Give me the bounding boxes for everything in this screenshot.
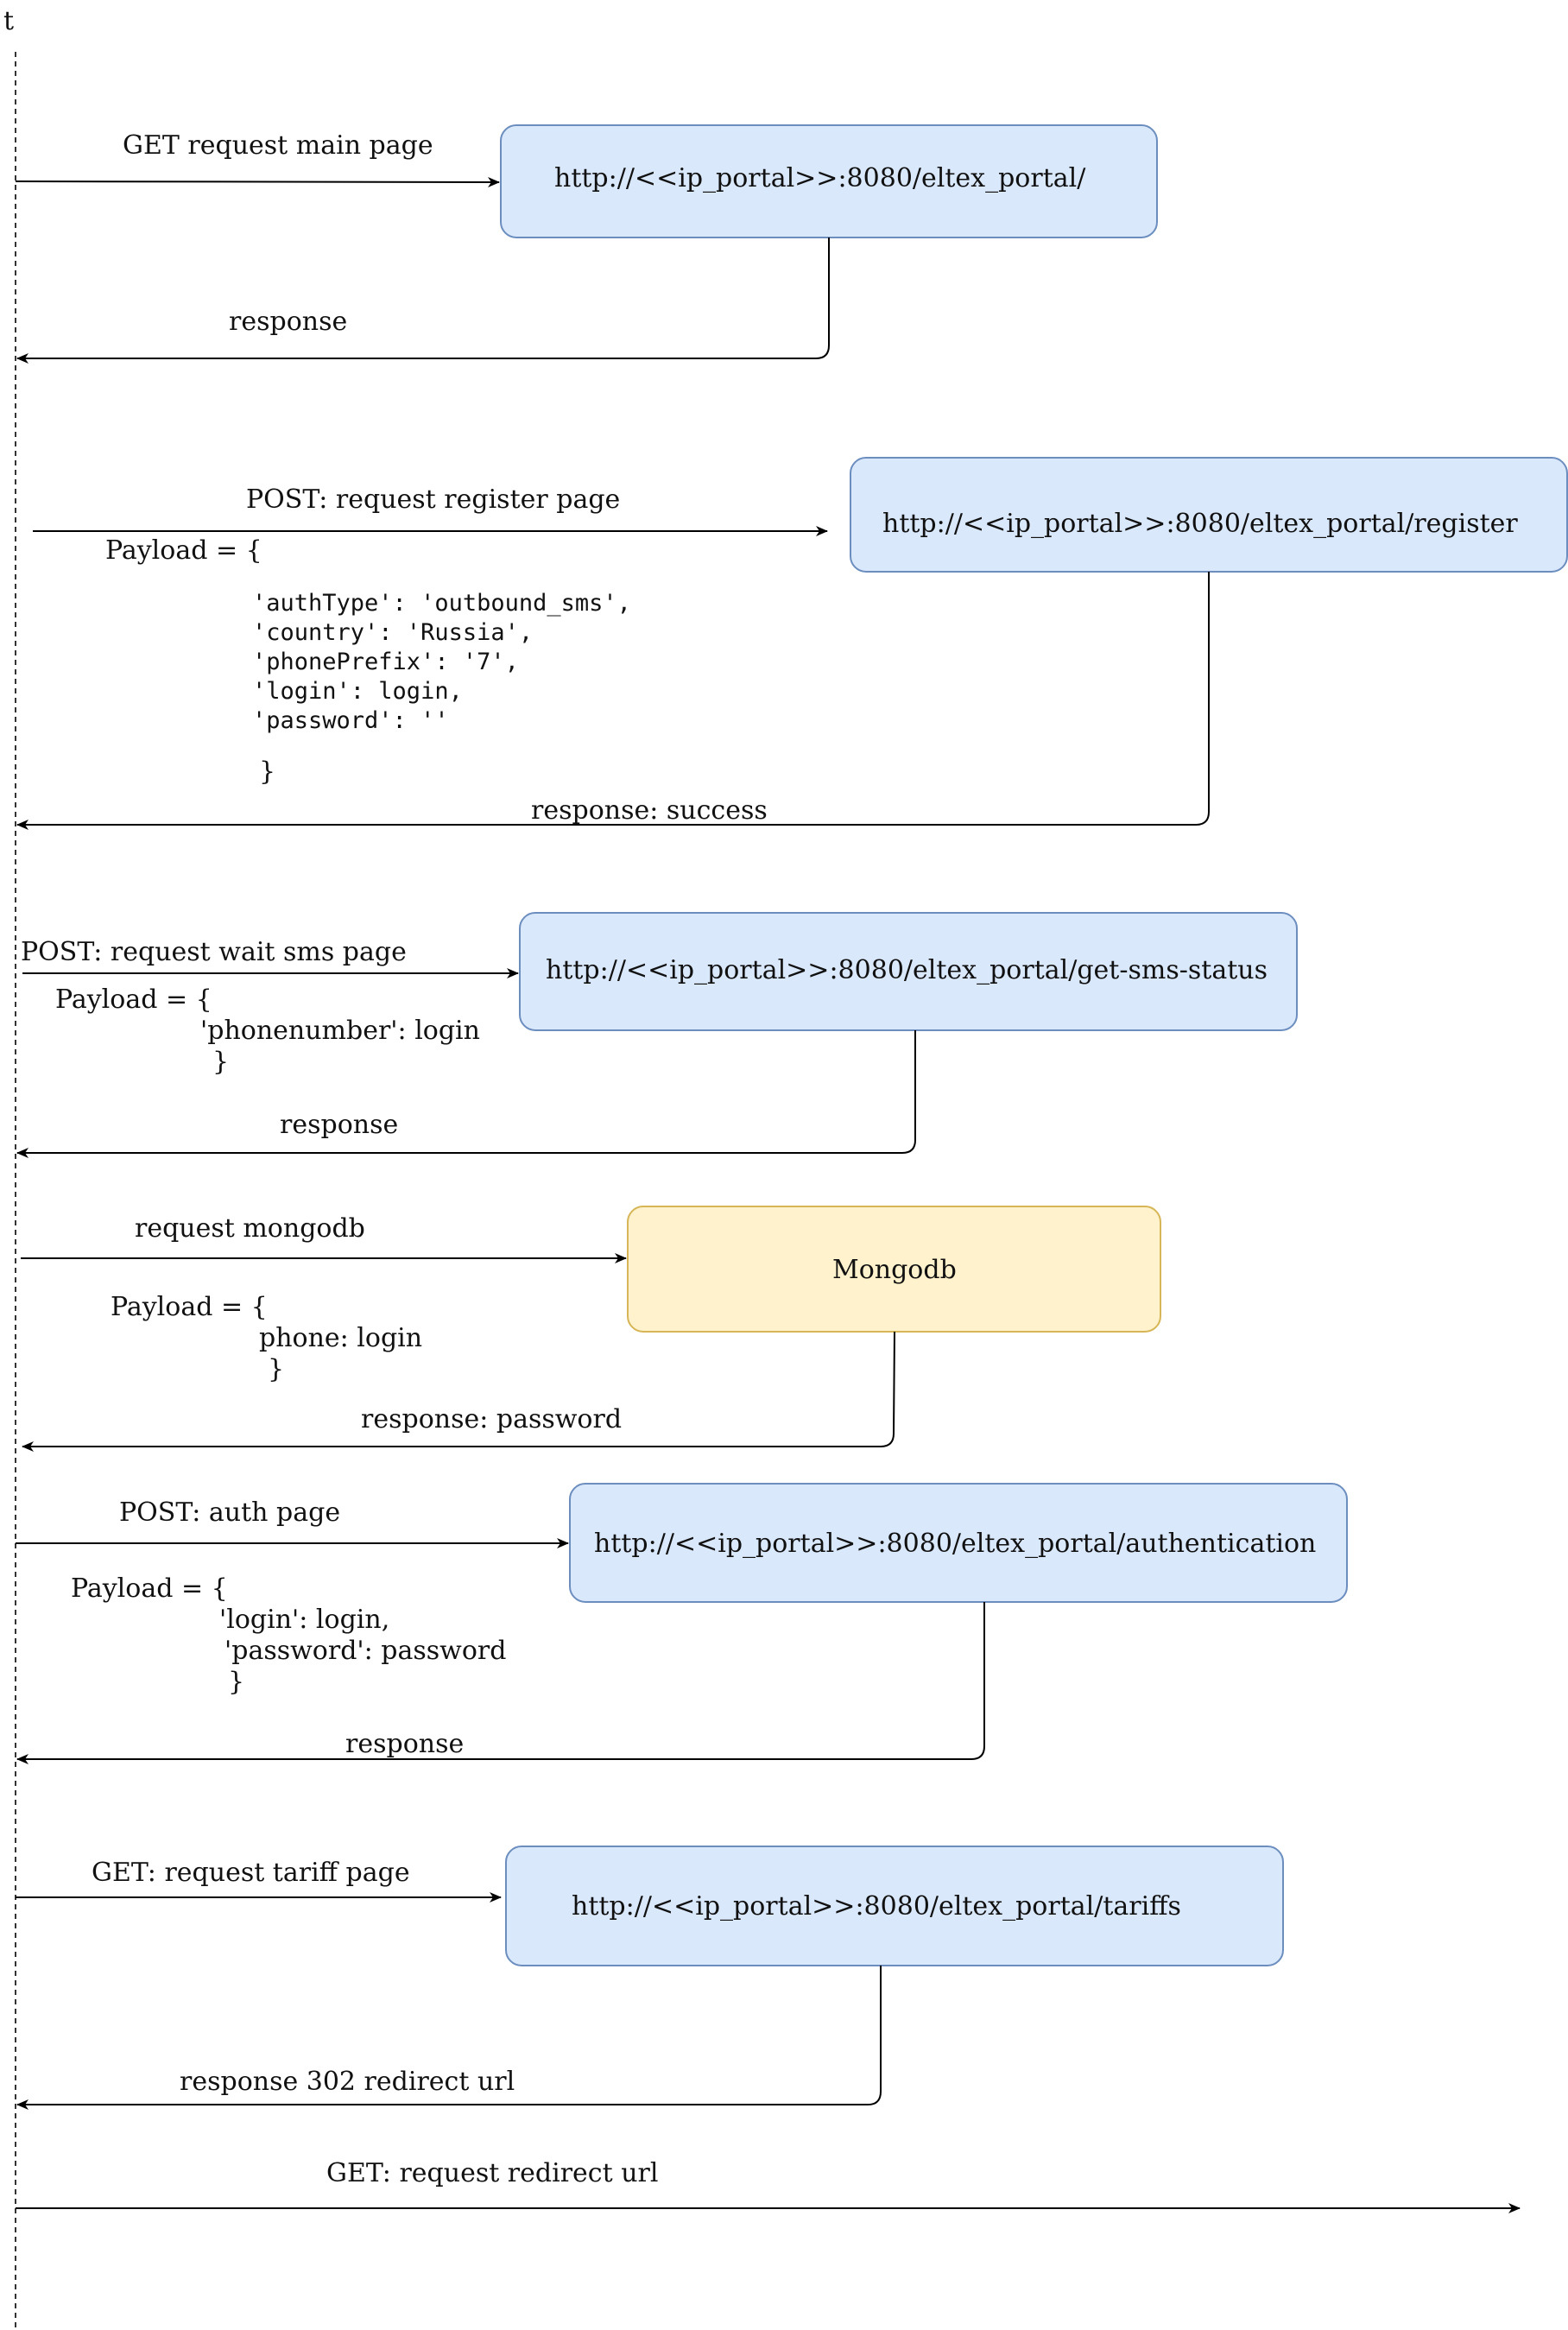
payload-auth-line: 'password': password — [224, 1636, 506, 1666]
node-main-page-label: http://<<ip_portal>>:8080/eltex_portal/ — [554, 163, 1086, 193]
label-post-register: POST: request register page — [246, 484, 620, 515]
arrow-resp-tariff — [16, 1966, 882, 2110]
payload-wait-sms-line: 'phonenumber': login — [200, 1016, 480, 1046]
payload-auth-close: } — [228, 1667, 244, 1697]
node-tariffs-label: http://<<ip_portal>>:8080/eltex_portal/t… — [572, 1891, 1181, 1922]
label-resp-mongodb: response: password — [361, 1404, 622, 1434]
payload-auth-line: 'login': login, — [219, 1605, 389, 1635]
payload-mongodb-open: Payload = { — [111, 1292, 268, 1322]
arrow-resp-main — [16, 237, 830, 364]
arrow-resp-wait-sms — [16, 1030, 916, 1158]
node-sms-status-label: http://<<ip_portal>>:8080/eltex_portal/g… — [546, 955, 1268, 985]
node-authentication — [569, 1483, 1348, 1603]
node-mongodb-label: Mongodb — [832, 1255, 957, 1285]
label-post-auth: POST: auth page — [119, 1497, 340, 1528]
payload-register-line: 'authType': 'outbound_sms', — [252, 590, 631, 617]
node-sms-status — [519, 912, 1298, 1031]
label-req-mongodb: request mongodb — [135, 1213, 365, 1244]
payload-register-line: 'login': login, — [252, 678, 463, 705]
label-get-tariff: GET: request tariff page — [92, 1858, 410, 1888]
label-post-wait-sms: POST: request wait sms page — [21, 937, 407, 967]
payload-register-line: 'phonePrefix': '7', — [252, 649, 519, 675]
label-resp-tariff: response 302 redirect url — [180, 2067, 515, 2097]
payload-wait-sms-open: Payload = { — [55, 985, 212, 1015]
node-register-label: http://<<ip_portal>>:8080/eltex_portal/r… — [882, 509, 1518, 539]
payload-register-line: 'password': '' — [252, 707, 449, 734]
payload-auth-open: Payload = { — [71, 1573, 228, 1604]
arrow-resp-register — [16, 572, 1210, 830]
arrow-resp-auth — [16, 1602, 985, 1764]
label-resp-main: response — [229, 307, 347, 337]
arrow-get-main — [15, 176, 500, 187]
payload-register-open: Payload = { — [105, 535, 262, 566]
node-authentication-label: http://<<ip_portal>>:8080/eltex_portal/a… — [594, 1529, 1316, 1559]
payload-mongodb-close: } — [268, 1354, 284, 1384]
payload-register-line: 'country': 'Russia', — [252, 619, 533, 646]
label-resp-wait-sms: response — [280, 1110, 398, 1140]
label-get-redirect: GET: request redirect url — [326, 2158, 658, 2188]
payload-wait-sms-close: } — [212, 1047, 229, 1077]
payload-mongodb-line: phone: login — [259, 1323, 422, 1353]
label-get-main: GET request main page — [123, 130, 433, 161]
arrow-resp-mongodb — [22, 1331, 895, 1452]
payload-register-close: } — [259, 757, 275, 787]
label-resp-register: response: success — [531, 795, 768, 826]
node-tariffs — [505, 1846, 1284, 1966]
time-axis-label: t — [3, 6, 14, 36]
label-resp-auth: response — [345, 1729, 464, 1759]
